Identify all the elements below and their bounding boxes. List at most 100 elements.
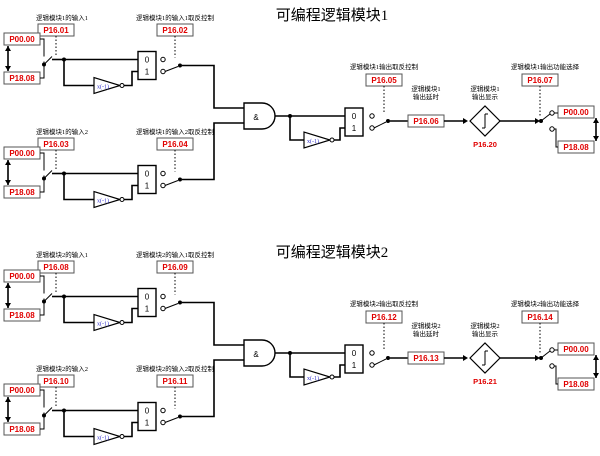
module1-input1-not-gate-label: x(-1) bbox=[97, 84, 109, 91]
module1-func-bottom-param-text: P18.08 bbox=[563, 143, 589, 152]
module2-input2-mux-one: 1 bbox=[145, 419, 150, 428]
module1-display-label-2: 输出显示 bbox=[472, 92, 499, 101]
module1-func-top-param-text: P00.00 bbox=[563, 108, 589, 117]
module2: 可编程逻辑模块2逻辑模块2的输入1P16.08P00.00P18.08x(-1)… bbox=[3, 244, 599, 446]
module2-func-top-param: P00.00 bbox=[557, 342, 595, 356]
module1-input2-selector-top-param: P00.00 bbox=[3, 146, 41, 160]
module2-input2-selector-bottom-param: P18.08 bbox=[3, 422, 41, 436]
module1-out-invert-label: 逻辑模块1输出取反控制 bbox=[350, 62, 419, 71]
module1-input1-invert-label: 逻辑模块1的输入1取反控制 bbox=[136, 13, 215, 22]
module2-input1-not-gate-label: x(-1) bbox=[97, 321, 109, 328]
module1-delay-param-text: P16.06 bbox=[413, 117, 439, 126]
module2-out-invert-label: 逻辑模块2输出取反控制 bbox=[350, 299, 419, 308]
module2-func-param: P16.14 bbox=[521, 310, 559, 324]
module1-and-gate: & bbox=[243, 102, 276, 130]
module1-func-bottom-param: P18.08 bbox=[557, 140, 595, 154]
module1-and-symbol: & bbox=[253, 113, 259, 122]
module2-input1-selector-bottom-param: P18.08 bbox=[3, 308, 41, 322]
module2-input1-invert-param-text: P16.09 bbox=[162, 263, 188, 272]
module1-output-mux: 01 bbox=[344, 107, 364, 137]
module1: 可编程逻辑模块1逻辑模块1的输入1P16.01P00.00P18.08x(-1)… bbox=[3, 7, 599, 209]
module1-output-not-gate-label: x(-1) bbox=[307, 138, 319, 145]
module2-output-mux-one: 1 bbox=[352, 361, 357, 370]
module2-input1-selector-top-param: P00.00 bbox=[3, 269, 41, 283]
module1-input2-param: P16.03 bbox=[37, 137, 75, 151]
module1-display-label-1: 逻辑模块1 bbox=[470, 84, 499, 93]
module2-input1-param-text: P16.08 bbox=[43, 263, 69, 272]
module2-display-param: P16.21 bbox=[473, 377, 497, 386]
module1-func-param: P16.07 bbox=[521, 73, 559, 87]
module2-func-top-param-text: P00.00 bbox=[563, 345, 589, 354]
module2-input1-mux: 01 bbox=[137, 287, 157, 318]
module2-delay-param-text: P16.13 bbox=[413, 354, 439, 363]
module2-display-diamond bbox=[469, 342, 501, 374]
module1-delay-param: P16.06 bbox=[407, 114, 445, 128]
module2-input2-param: P16.10 bbox=[37, 374, 75, 388]
module2-func-param-text: P16.14 bbox=[527, 313, 553, 322]
module1-input1-not-gate: x(-1) bbox=[93, 76, 125, 95]
module1-delay-label-1: 逻辑模块1 bbox=[411, 84, 440, 93]
module1-output-mux-one: 1 bbox=[352, 124, 357, 133]
module2-input1-invert-param: P16.09 bbox=[156, 260, 194, 274]
module2-func-bottom-param-text: P18.08 bbox=[563, 380, 589, 389]
module1-input1-param-text: P16.01 bbox=[43, 26, 69, 35]
module2-output-not-gate-label: x(-1) bbox=[307, 375, 319, 382]
module2-out-invert-param: P16.12 bbox=[365, 310, 403, 324]
module1-func-param-text: P16.07 bbox=[527, 76, 553, 85]
module1-func-top-param: P00.00 bbox=[557, 105, 595, 119]
module2-delay-param: P16.13 bbox=[407, 351, 445, 365]
module1-out-invert-param-text: P16.05 bbox=[371, 76, 397, 85]
module2-input2-selector-bottom-param-text: P18.08 bbox=[9, 425, 35, 434]
module1-delay-label-2: 输出延时 bbox=[413, 92, 440, 101]
module2-input2-invert-param-text: P16.11 bbox=[163, 377, 188, 386]
module1-input1-selector-top-param-text: P00.00 bbox=[9, 35, 35, 44]
module2-delay-label-2: 输出延时 bbox=[413, 329, 440, 338]
module2-input2-selector-top-param-text: P00.00 bbox=[9, 386, 35, 395]
module2-input1-selector-bottom-param-text: P18.08 bbox=[9, 311, 35, 320]
module2-input2-not-gate-label: x(-1) bbox=[97, 435, 109, 442]
module2-input2-selector-top-param: P00.00 bbox=[3, 383, 41, 397]
module2-display-label-2: 输出显示 bbox=[472, 329, 499, 338]
module1-input2-invert-param: P16.04 bbox=[156, 137, 194, 151]
module1-func-label: 逻辑模块1输出功能选择 bbox=[511, 62, 580, 71]
module2-output-mux-zero: 0 bbox=[352, 349, 357, 358]
module2-input1-not-gate: x(-1) bbox=[93, 313, 125, 332]
module2-input2: 逻辑模块2的输入2P16.10P00.00P18.08x(-1)01逻辑模块2的… bbox=[3, 359, 244, 446]
module2-input2-param-text: P16.10 bbox=[43, 377, 69, 386]
module1-input2-not-gate-label: x(-1) bbox=[97, 198, 109, 205]
module1-input2-label: 逻辑模块1的输入2 bbox=[36, 127, 88, 136]
module2-output-mux: 01 bbox=[344, 344, 364, 374]
module1-input1-mux: 01 bbox=[137, 50, 157, 81]
module2-input1-param: P16.08 bbox=[37, 260, 75, 274]
module1-input1-selector-top-param: P00.00 bbox=[3, 32, 41, 46]
module1-display-param: P16.20 bbox=[473, 140, 497, 149]
module1-input2-selector-bottom-param-text: P18.08 bbox=[9, 188, 35, 197]
module1-input2-mux: 01 bbox=[137, 164, 157, 195]
module2-input2-not-gate: x(-1) bbox=[93, 427, 125, 446]
module1-output-not-gate: x(-1) bbox=[303, 131, 335, 149]
module1-input1-label: 逻辑模块1的输入1 bbox=[36, 13, 88, 22]
module2-output-not-gate: x(-1) bbox=[303, 368, 335, 386]
module1-out-invert-param: P16.05 bbox=[365, 73, 403, 87]
module2-func-bottom-param: P18.08 bbox=[557, 377, 595, 391]
module2-input2-mux-zero: 0 bbox=[145, 407, 150, 416]
module1-input1-invert-param: P16.02 bbox=[156, 23, 194, 37]
module1-display-diamond bbox=[469, 105, 501, 137]
module1-input2-selector-bottom-param: P18.08 bbox=[3, 185, 41, 199]
module1-input1-mux-zero: 0 bbox=[145, 56, 150, 65]
module2-input1-invert-label: 逻辑模块2的输入1取反控制 bbox=[136, 250, 215, 259]
module2-input2-label: 逻辑模块2的输入2 bbox=[36, 364, 88, 373]
module1-input2-selector-top-param-text: P00.00 bbox=[9, 149, 35, 158]
module1-input1-selector-bottom-param: P18.08 bbox=[3, 71, 41, 85]
module2-title: 可编程逻辑模块2 bbox=[276, 244, 389, 261]
module2-input1-label: 逻辑模块2的输入1 bbox=[36, 250, 88, 259]
module1-input2-invert-label: 逻辑模块1的输入2取反控制 bbox=[136, 127, 215, 136]
